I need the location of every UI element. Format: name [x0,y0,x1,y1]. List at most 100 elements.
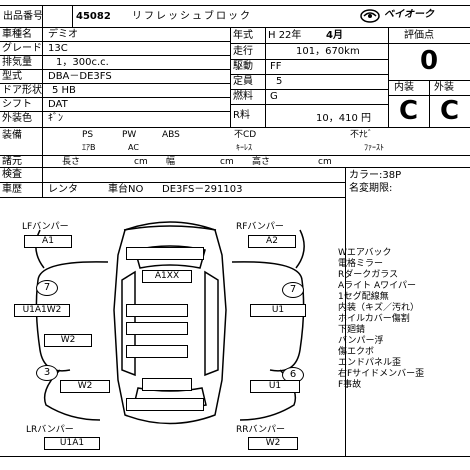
year-value: H 22年 [268,30,302,41]
note-item: 1セグ配線無 [338,292,389,302]
notes-list: Wエアバック 電格ミラー Rダークガラス Aライト Aワイパー 1セグ配線無 内… [338,248,468,391]
rear-right-circle: 6 [282,367,304,383]
label-shift: シフト [2,99,32,110]
note-item: F事故 [338,380,362,390]
drive-value: FF [270,61,282,72]
note-item: バンパー浮 [338,336,384,346]
note-item: Aライト Aワイパー [338,281,416,291]
score-label: 評価点 [404,30,434,41]
equip-cd: 不CD [234,130,257,140]
right-rear-quarter-code: U1 [250,380,300,393]
label-color: 外装色 [2,113,32,124]
exterior-label: 外装 [434,82,454,93]
rf-bumper-label: RFバンパー [236,222,284,232]
hood-code: A1XX [142,270,192,283]
capacity-value: 5 [276,76,283,87]
dims-height-unit: cm [318,157,332,167]
note-item: 右Fサイドメンバー歪 [338,369,425,379]
note-item: 電格ミラー [338,259,384,269]
rr-bumper-code: W2 [248,437,298,450]
roof-mid-box [126,322,188,335]
label-drive: 駆動 [233,61,253,72]
label-capacity: 定員 [233,76,253,87]
interior-label: 内装 [394,82,414,93]
label-displacement: 排気量 [2,57,32,68]
equip-airbag: ｴｱB [82,143,96,152]
car-displacement: 1，300c.c. [56,57,109,68]
lf-bumper-label: LFバンパー [22,222,69,232]
equip-navi: 不ﾅﾋﾞ [350,130,373,140]
note-item: Rダークガラス [338,270,399,280]
recycle-value: 10，410 円 [316,113,371,124]
chassis-value: DE3FS－291103 [162,184,243,195]
left-rear-door-code: W2 [44,334,92,347]
history-label: 車歴 [2,184,22,195]
equip-first: ﾌｧｰｽﾄ [364,143,384,152]
label-fuel: 燃料 [233,91,253,102]
rear-left-circle: 3 [36,365,58,381]
equip-abs: ABS [162,130,180,140]
equip-ps: PS [82,130,94,140]
label-grade: グレード [2,43,42,54]
logo-text: ベイオーク [384,9,434,20]
equip-ac: AC [128,143,139,152]
block-title: リフレッシュブロック [132,11,252,22]
car-shift: DAT [48,99,68,110]
note-item: Wエアバック [338,248,392,258]
note-item: 下廻錆 [338,325,366,335]
equip-keyless: ｷｰﾚｽ [236,143,252,152]
lr-bumper-label: LRバンパー [26,425,74,435]
right-front-door-code: U1 [250,304,306,317]
roof-front-box [126,304,188,317]
fuel-value: G [270,91,278,102]
label-car-name: 車種名 [2,29,32,40]
lr-bumper-code: U1A1 [44,437,100,450]
roof-rear-box [126,345,188,358]
rf-bumper-code: A2 [248,235,296,248]
front-right-circle: 7 [282,282,304,298]
auction-no-label: 出品番号 [3,11,43,22]
interior-grade: C [398,96,419,126]
equipment-label: 装備 [2,130,22,141]
front-left-circle: 7 [36,280,58,296]
note-item: エンドパネル歪 [338,358,402,368]
equip-pw: PW [122,130,137,140]
dims-label: 諸元 [2,156,22,167]
chassis-label: 車台NO [108,184,144,195]
bayauc-logo: ベイオーク [360,8,460,24]
lf-bumper-code: A1 [24,235,72,248]
auction-number: 45082 [76,11,111,22]
label-mileage: 走行 [233,46,253,57]
dims-height-label: 高さ [252,157,271,167]
logo-mark-icon [360,9,380,23]
rr-bumper-label: RRバンパー [236,425,285,435]
car-name: デミオ [48,29,78,40]
mileage-value: 101，670km [296,46,360,57]
rear-bumper-box [126,398,204,411]
month-value: 4月 [326,30,343,41]
label-door: ドア形状 [2,85,42,96]
dims-length-unit: cm [134,157,148,167]
color-code: カラー:38P [349,170,402,181]
car-color: ｷﾞﾝ [48,113,63,124]
car-grade: 13C [48,43,68,54]
label-model: 型式 [2,71,22,82]
label-year: 年式 [233,30,253,41]
trunk-box [142,378,192,391]
history-value: レンタ [48,184,78,195]
note-item: 内装（キズ／汚れ） [338,303,420,313]
note-item: 傷エクボ [338,347,375,357]
dims-width-label: 幅 [166,157,176,167]
exterior-grade: C [439,96,460,126]
dims-length-label: 長さ [62,157,81,167]
hood-upper-box [126,247,204,260]
inspection-label: 検査 [2,169,22,180]
name-change: 名変期限: [349,183,393,194]
score-value: 0 [419,46,439,76]
dims-width-unit: cm [220,157,234,167]
note-item: ホイルカバー傷割 [338,314,410,324]
left-rear-quarter-code: W2 [60,380,110,393]
car-model: DBA－DE3FS [48,71,112,82]
label-recycle: R料 [233,110,250,121]
car-door: 5 HB [52,85,76,96]
